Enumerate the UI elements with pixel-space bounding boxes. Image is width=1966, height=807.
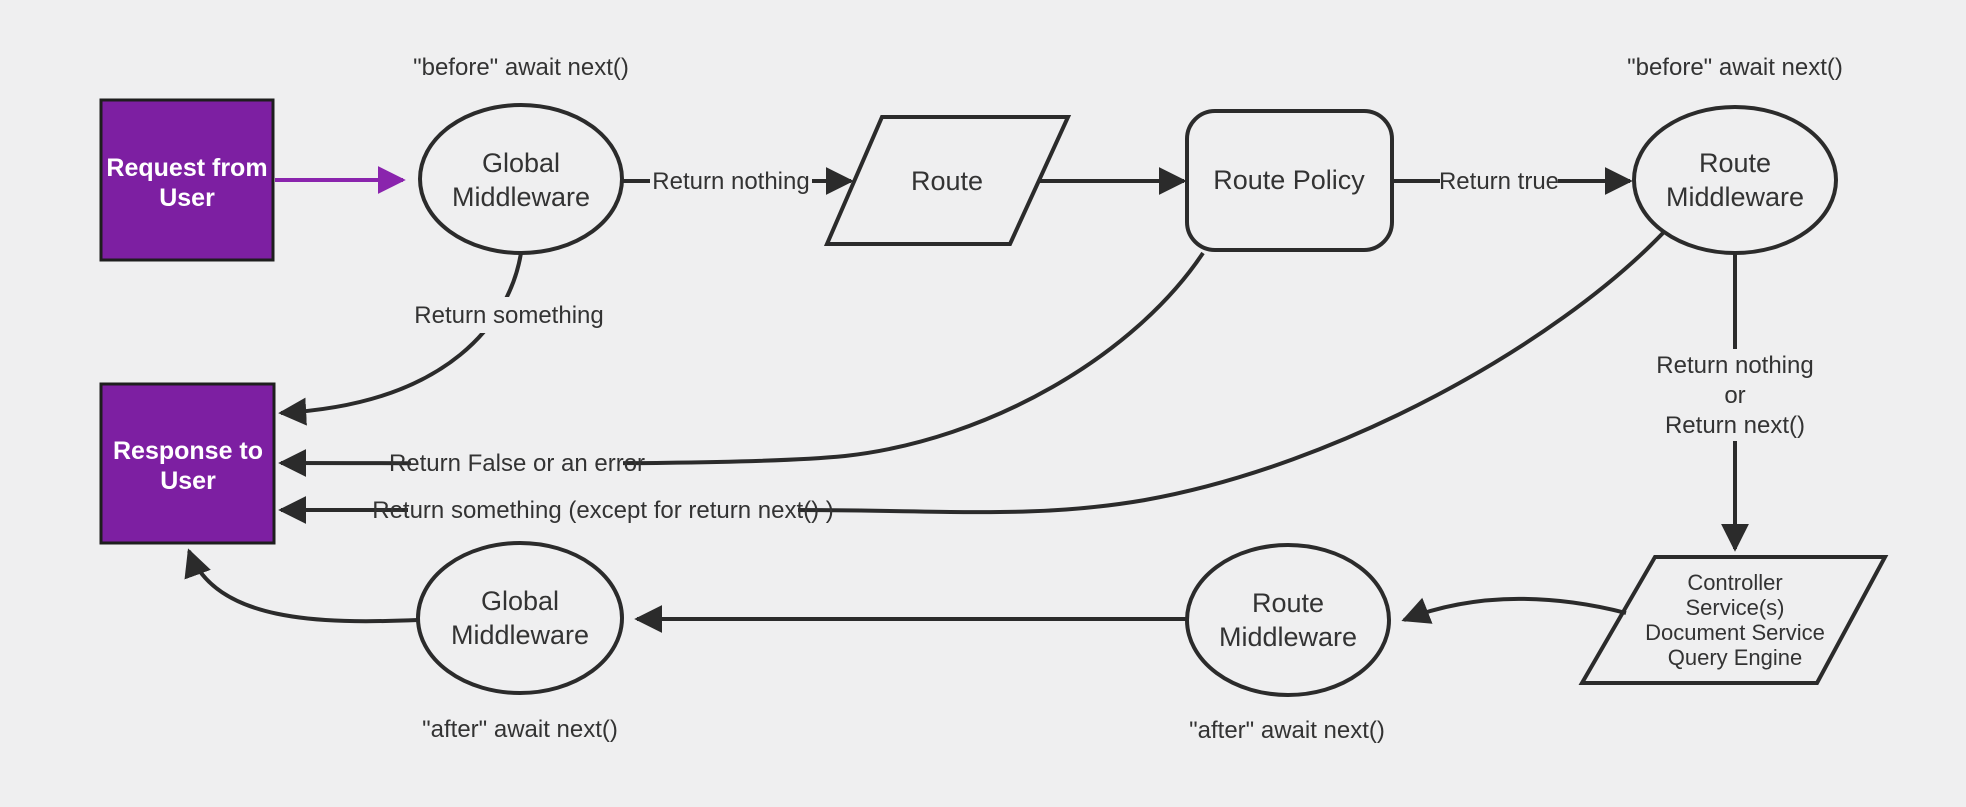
labelbg-return-true xyxy=(1440,163,1558,199)
node-request-from-user xyxy=(99,98,275,262)
annotation-after-await-next-left: "after" await next() xyxy=(422,716,618,743)
edge-label-return-nothing-or-2: or xyxy=(1724,382,1745,409)
global-middleware-top-label-line1: Global xyxy=(482,148,560,178)
edge-global-middleware-return-something-to-response xyxy=(278,252,523,426)
node-controller-stack xyxy=(1578,555,1889,685)
global-middleware-bottom-label-line1: Global xyxy=(481,586,559,616)
response-to-user-label-line1: Response to xyxy=(113,437,263,465)
route-middleware-bottom-label-line2: Middleware xyxy=(1219,622,1357,652)
controller-stack-label-line3: Document Service xyxy=(1645,620,1825,645)
node-global-middleware-top xyxy=(418,103,624,255)
global-middleware-top-label-line2: Middleware xyxy=(452,182,590,212)
controller-stack-label-line1: Controller xyxy=(1687,570,1782,595)
edge-label-return-nothing: Return nothing xyxy=(652,168,809,195)
node-route xyxy=(823,115,1072,246)
request-from-user-label-line2: User xyxy=(159,184,215,212)
node-route-middleware-bottom xyxy=(1185,543,1391,697)
labelbg-return-nothing-or-next xyxy=(1650,349,1820,441)
edge-route-middleware-return-something-to-response xyxy=(278,231,1665,524)
edge-global-middleware-bottom-to-response xyxy=(184,548,419,624)
edge-label-return-false-or-error: Return False or an error xyxy=(389,450,645,477)
labelbg-return-something-except xyxy=(408,492,798,528)
response-to-user-label-line2: User xyxy=(160,467,216,495)
edge-label-return-nothing-or-1: Return nothing xyxy=(1656,352,1813,379)
route-label: Route xyxy=(911,166,983,196)
controller-stack-label-line4: Query Engine xyxy=(1668,645,1803,670)
node-route-middleware-top xyxy=(1632,105,1838,255)
labelbg-return-false xyxy=(411,445,623,481)
labelbg-return-something xyxy=(413,297,605,333)
edge-label-return-nothing-or-3: Return next() xyxy=(1665,412,1805,439)
route-middleware-top-label-line1: Route xyxy=(1699,148,1771,178)
route-middleware-top-label-line2: Middleware xyxy=(1666,182,1804,212)
edge-label-return-true: Return true xyxy=(1439,168,1559,195)
request-from-user-label-line1: Request from xyxy=(106,154,267,182)
route-policy-label: Route Policy xyxy=(1213,165,1365,195)
edge-label-return-something: Return something xyxy=(414,302,603,329)
route-middleware-bottom-label-line1: Route xyxy=(1252,588,1324,618)
edge-controller-to-route-middleware-bottom xyxy=(1401,596,1627,624)
annotation-before-await-next-right: "before" await next() xyxy=(1627,54,1843,81)
labelbg-return-nothing xyxy=(650,163,812,199)
annotation-after-await-next-right: "after" await next() xyxy=(1189,717,1385,744)
global-middleware-bottom-label-line2: Middleware xyxy=(451,620,589,650)
edge-route-policy-return-false-to-response xyxy=(278,251,1205,478)
node-response-to-user xyxy=(99,382,276,545)
annotation-before-await-next-left: "before" await next() xyxy=(413,54,629,81)
controller-stack-label-line2: Service(s) xyxy=(1685,595,1784,620)
node-global-middleware-bottom xyxy=(416,541,624,695)
edge-label-return-something-except: Return something (except for return next… xyxy=(372,497,834,524)
